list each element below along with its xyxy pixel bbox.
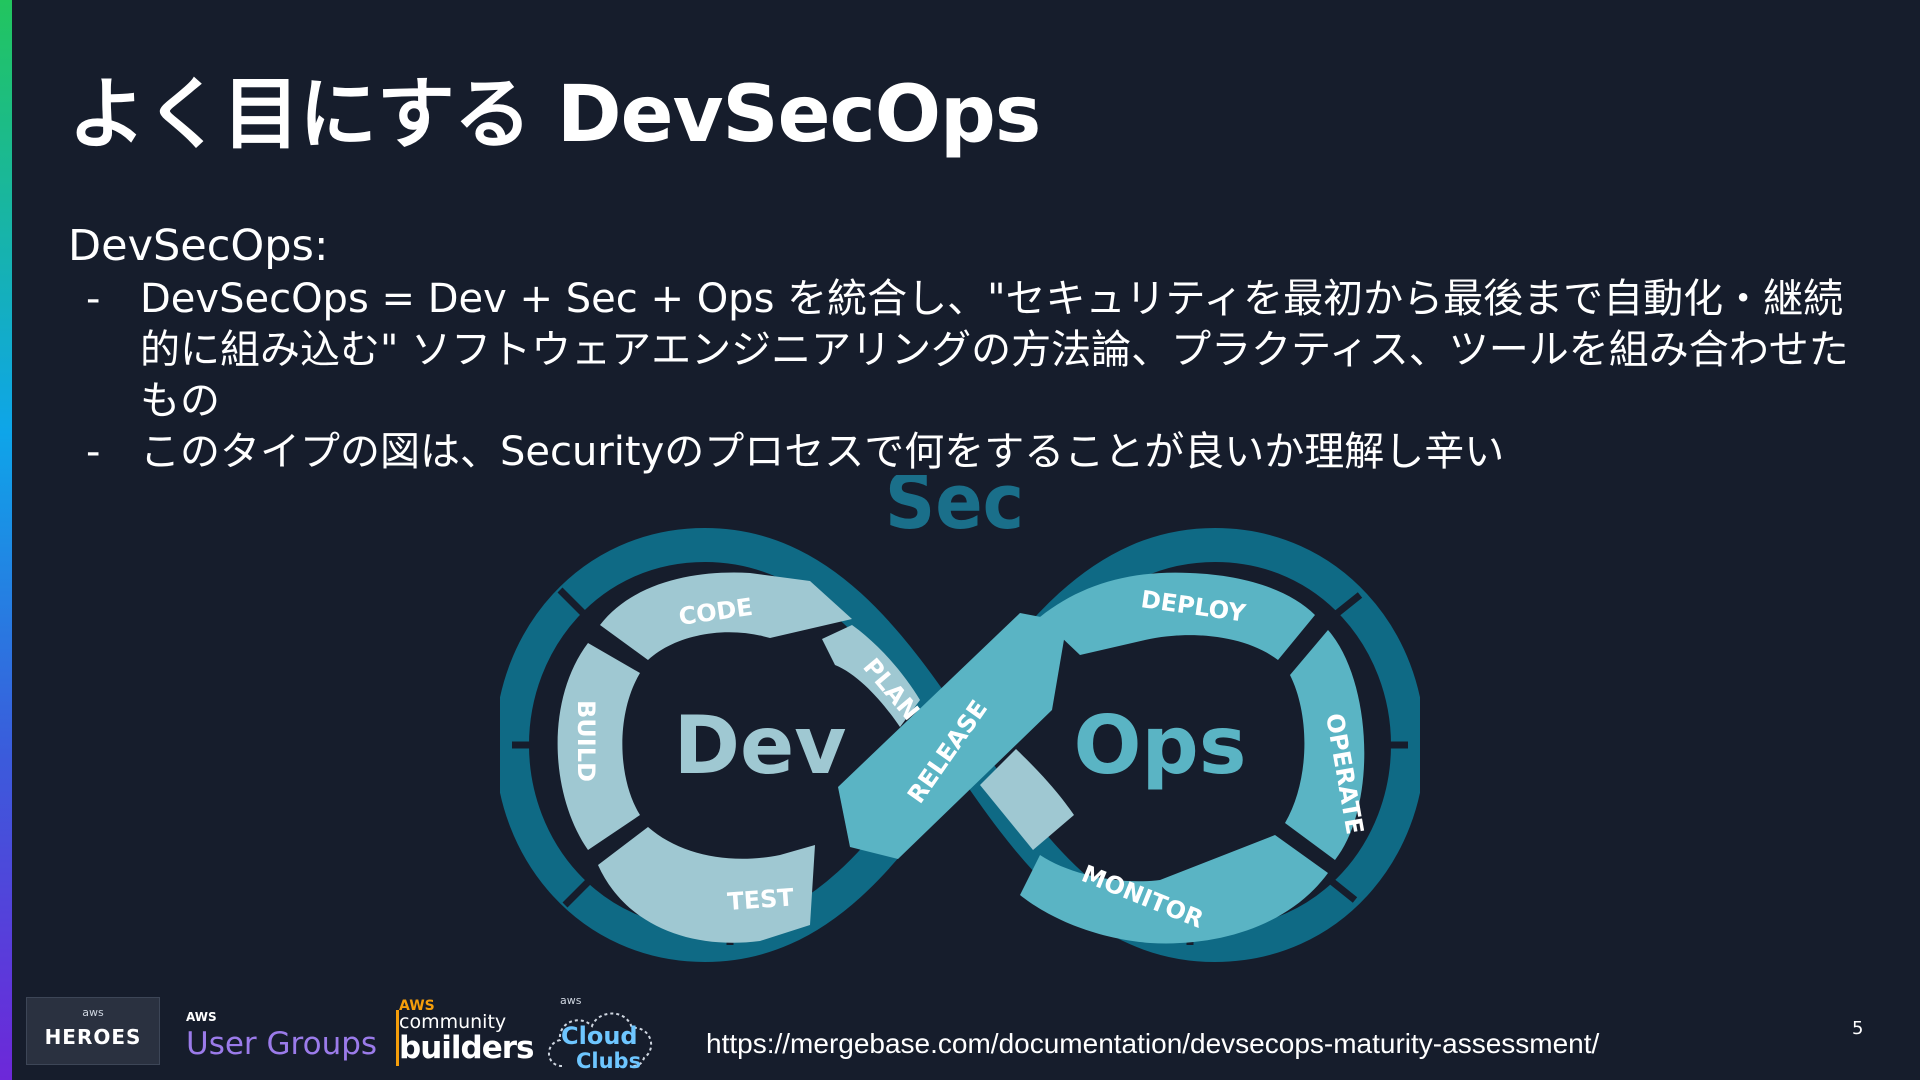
cloud-icon [548,1012,653,1067]
page-number: 5 [1852,1018,1864,1039]
stage-label-build: BUILD [572,700,600,782]
accent-gradient-bar [0,0,12,1080]
bullet-item: - このタイプの図は、Securityのプロセスで何をすることが良いか理解し辛い [68,427,1868,478]
aws-user-groups-logo: AWS User Groups [186,1010,377,1070]
user-groups-logo-text: User Groups [186,1026,378,1062]
footer-logos: aws HEROES AWS User Groups AWS community… [26,992,666,1073]
source-url: https://mergebase.com/documentation/devs… [706,1028,1600,1059]
devsecops-infinity-diagram: CODE PLAN BUILD TEST RELEASE DEPLOY OPER… [500,475,1420,1015]
operate-segment [1285,630,1365,860]
cloud-logo-text: Cloud [561,1022,638,1050]
aws-logo-text: AWS [399,998,435,1014]
infinity-loop-graphic: CODE PLAN BUILD TEST RELEASE DEPLOY OPER… [500,475,1420,963]
dev-loop [557,572,920,943]
community-logo-text: community [399,1011,507,1033]
test-segment [598,827,815,943]
builders-accent-bar [396,1010,399,1066]
code-segment [600,572,852,660]
build-segment [557,643,640,850]
bullet-list: - DevSecOps = Dev + Sec + Ops を統合し、"セキュリ… [68,274,1868,478]
bullet-item: - DevSecOps = Dev + Sec + Ops を統合し、"セキュリ… [68,274,1868,427]
release-segment [838,613,1067,859]
heroes-logo-text: HEROES [44,1025,142,1049]
ops-return-segment [980,749,1074,850]
bullet-marker: - [86,429,101,475]
aws-logo-text: aws [560,994,582,1007]
lead-text: DevSecOps: [68,221,329,271]
bullet-text: DevSecOps = Dev + Sec + Ops を統合し、"セキュリティ… [140,276,1849,424]
builders-logo-text: builders [399,1030,534,1066]
aws-community-builders-logo: AWS community builders [396,998,546,1072]
ops-loop [838,572,1365,944]
aws-logo-text: AWS [186,1010,217,1024]
aws-cloud-clubs-logo: aws Cloud Clubs [540,992,666,1073]
sec-label: Sec [885,475,1024,547]
aws-logo-text: aws [82,1006,104,1019]
ops-label: Ops [1074,699,1247,792]
clubs-logo-text: Clubs [576,1049,642,1073]
deploy-segment [1040,572,1315,660]
slide-body: DevSecOps: - DevSecOps = Dev + Sec + Ops… [68,220,1868,478]
dev-label: Dev [674,699,847,792]
plan-segment [822,625,920,727]
bullet-text: このタイプの図は、Securityのプロセスで何をすることが良いか理解し辛い [140,429,1505,475]
monitor-segment [1020,835,1328,944]
aws-heroes-logo: aws HEROES [26,997,160,1065]
stage-label-test: TEST [726,883,795,916]
slide-title: よく目にする DevSecOps [68,70,1041,160]
bullet-marker: - [86,276,101,322]
